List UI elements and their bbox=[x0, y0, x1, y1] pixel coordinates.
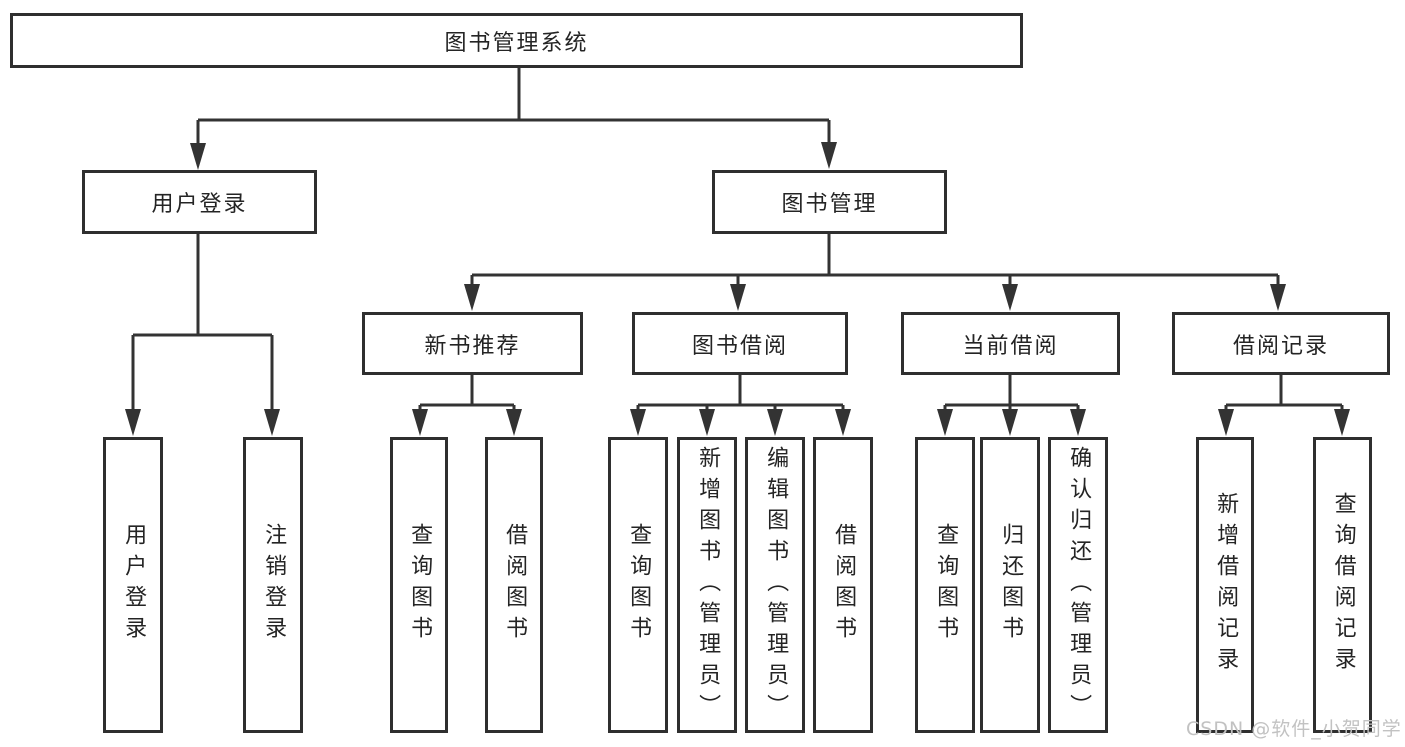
leaf-user-login-label: 用户登录 bbox=[121, 523, 147, 647]
leaf-edit-book-admin-label: 编辑图书（管理员） bbox=[763, 445, 789, 725]
node-borrow-records-label: 借阅记录 bbox=[1232, 333, 1329, 359]
node-book-management: 图书管理 bbox=[712, 170, 947, 234]
node-new-book-recommend-label: 新书推荐 bbox=[424, 333, 521, 359]
node-book-borrow-label: 图书借阅 bbox=[691, 333, 788, 359]
leaf-query-books-2-label: 查询图书 bbox=[626, 523, 652, 647]
leaf-query-books-3: 查询图书 bbox=[915, 437, 975, 733]
leaf-borrow-books-1-label: 借阅图书 bbox=[502, 523, 528, 647]
leaf-query-borrow-record-label: 查询借阅记录 bbox=[1330, 492, 1356, 678]
leaf-query-books-3-label: 查询图书 bbox=[933, 523, 959, 647]
leaf-logout: 注销登录 bbox=[243, 437, 303, 733]
node-current-borrow: 当前借阅 bbox=[901, 312, 1120, 375]
node-root-label: 图书管理系统 bbox=[444, 30, 589, 56]
leaf-borrow-books-2: 借阅图书 bbox=[813, 437, 873, 733]
node-user-login-label: 用户登录 bbox=[151, 192, 248, 217]
node-book-management-label: 图书管理 bbox=[781, 192, 878, 217]
leaf-add-book-admin-label: 新增图书（管理员） bbox=[695, 445, 721, 725]
csdn-watermark: CSDN @软件_小贺同学 bbox=[1186, 718, 1402, 740]
node-borrow-records: 借阅记录 bbox=[1172, 312, 1390, 375]
leaf-logout-label: 注销登录 bbox=[261, 523, 287, 647]
leaf-query-borrow-record: 查询借阅记录 bbox=[1313, 437, 1372, 733]
leaf-confirm-return-admin-label: 确认归还（管理员） bbox=[1066, 445, 1092, 725]
leaf-edit-book-admin: 编辑图书（管理员） bbox=[745, 437, 805, 733]
leaf-add-borrow-record: 新增借阅记录 bbox=[1196, 437, 1254, 733]
node-root-system: 图书管理系统 bbox=[10, 13, 1023, 68]
node-user-login: 用户登录 bbox=[82, 170, 317, 234]
leaf-add-book-admin: 新增图书（管理员） bbox=[677, 437, 737, 733]
leaf-confirm-return-admin: 确认归还（管理员） bbox=[1048, 437, 1108, 733]
leaf-borrow-books-1: 借阅图书 bbox=[485, 437, 543, 733]
leaf-query-books-2: 查询图书 bbox=[608, 437, 668, 733]
leaf-borrow-books-2-label: 借阅图书 bbox=[831, 523, 857, 647]
leaf-return-book: 归还图书 bbox=[980, 437, 1040, 733]
leaf-query-books-1-label: 查询图书 bbox=[407, 523, 433, 647]
node-book-borrow: 图书借阅 bbox=[632, 312, 848, 375]
node-current-borrow-label: 当前借阅 bbox=[962, 333, 1059, 359]
arrowheads bbox=[125, 142, 1350, 436]
leaf-user-login: 用户登录 bbox=[103, 437, 163, 733]
leaf-query-books-1: 查询图书 bbox=[390, 437, 448, 733]
leaf-return-book-label: 归还图书 bbox=[998, 523, 1024, 647]
node-new-book-recommend: 新书推荐 bbox=[362, 312, 583, 375]
leaf-add-borrow-record-label: 新增借阅记录 bbox=[1213, 492, 1239, 678]
